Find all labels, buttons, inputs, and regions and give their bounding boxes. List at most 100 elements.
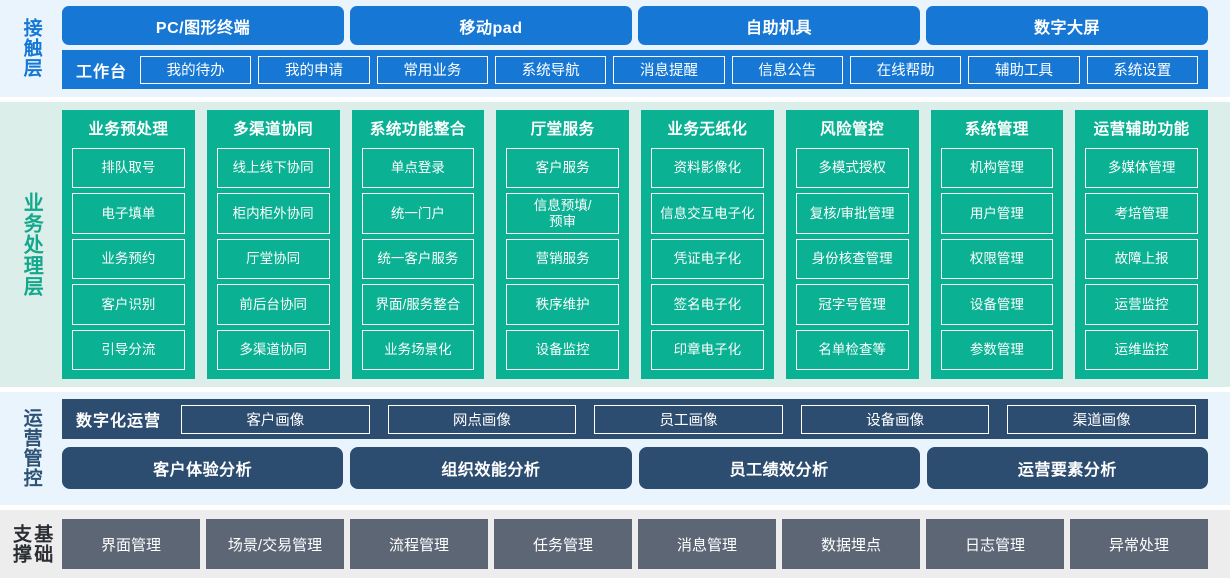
foundation-item[interactable]: 消息管理: [638, 519, 776, 569]
business-item[interactable]: 柜内柜外协同: [216, 193, 330, 234]
business-layer-label: 业务处理层: [20, 192, 43, 297]
business-item[interactable]: 前后台协同: [216, 284, 330, 325]
business-item[interactable]: 名单检查等: [795, 329, 909, 371]
workbench-item[interactable]: 系统设置: [1086, 55, 1198, 84]
layer-divider-2: [0, 387, 1230, 392]
business-item[interactable]: 秩序维护: [506, 284, 619, 325]
business-item[interactable]: 线上线下协同: [216, 148, 330, 189]
workbench-item[interactable]: 我的申请: [258, 55, 370, 84]
business-item[interactable]: 资料影像化: [651, 148, 764, 189]
business-item[interactable]: 引导分流: [72, 329, 185, 371]
channel-card[interactable]: 自助机具: [638, 6, 920, 45]
contact-layer-label: 接触层: [20, 17, 42, 78]
workbench-item[interactable]: 信息公告: [731, 55, 843, 84]
business-item[interactable]: 设备监控: [506, 329, 619, 371]
operation-layer: 运营管控 数字化运营 客户画像网点画像员工画像设备画像渠道画像 客户体验分析组织…: [0, 392, 1230, 505]
channel-card[interactable]: PC/图形终端: [62, 6, 344, 45]
channel-card[interactable]: 数字大屏: [926, 6, 1208, 45]
business-item[interactable]: 印章电子化: [651, 329, 764, 371]
business-column-title: 业务预处理: [88, 121, 169, 138]
workbench-item[interactable]: 常用业务: [376, 55, 488, 84]
business-item[interactable]: 统一客户服务: [361, 238, 475, 280]
business-layer: 业务处理层 业务预处理排队取号电子填单业务预约客户识别引导分流多渠道协同 线上线下…: [0, 102, 1230, 387]
business-item[interactable]: 权限管理: [940, 238, 1054, 280]
workbench-item[interactable]: 在线帮助: [849, 55, 962, 84]
business-item[interactable]: 运营监控: [1085, 284, 1198, 325]
business-item[interactable]: 排队取号: [72, 148, 185, 189]
layer-divider-3: [0, 505, 1230, 510]
workbench-item[interactable]: 辅助工具: [968, 55, 1080, 84]
business-column: 运营辅助功能多媒体管理考培管理故障上报运营监控运维监控: [1075, 110, 1208, 379]
foundation-item[interactable]: 数据埋点: [782, 519, 920, 569]
business-item[interactable]: 复核/审批管理: [795, 193, 909, 234]
business-column: 风险管控多模式授权复核/审批管理身份核查管理冠字号管理名单检查等: [785, 110, 919, 379]
business-item[interactable]: 厅堂协同: [216, 238, 330, 280]
workbench-bar: 工作台 我的待办我的申请常用业务系统导航消息提醒信息公告在线帮助辅助工具系统设置: [62, 50, 1208, 89]
business-item[interactable]: 设备管理: [940, 284, 1054, 325]
foundation-item[interactable]: 流程管理: [350, 519, 488, 569]
business-item[interactable]: 信息交互电子化: [651, 193, 764, 234]
business-item[interactable]: 故障上报: [1085, 238, 1198, 280]
foundation-item[interactable]: 任务管理: [494, 519, 632, 569]
analysis-card[interactable]: 客户体验分析: [62, 447, 344, 489]
business-item[interactable]: 机构管理: [940, 148, 1054, 189]
workbench-item[interactable]: 消息提醒: [613, 55, 725, 84]
business-item[interactable]: 签名电子化: [651, 284, 764, 325]
portrait-item[interactable]: 客户画像: [181, 404, 370, 434]
business-item[interactable]: 身份核查管理: [795, 238, 909, 280]
portrait-item[interactable]: 网点画像: [387, 404, 577, 434]
business-item[interactable]: 业务预约: [72, 238, 185, 280]
workbench-chip-row: 我的待办我的申请常用业务系统导航消息提醒信息公告在线帮助辅助工具系统设置: [140, 55, 1198, 84]
portrait-item[interactable]: 渠道画像: [1007, 404, 1196, 434]
workbench-title: 工作台: [76, 63, 128, 81]
business-item[interactable]: 统一门户: [361, 193, 475, 234]
business-item[interactable]: 考培管理: [1085, 193, 1198, 234]
analysis-card[interactable]: 员工绩效分析: [638, 447, 920, 489]
business-item[interactable]: 用户管理: [940, 193, 1054, 234]
business-layer-body: 业务预处理排队取号电子填单业务预约客户识别引导分流多渠道协同 线上线下协同柜内柜外…: [62, 110, 1230, 379]
portrait-item[interactable]: 员工画像: [594, 404, 783, 434]
business-item[interactable]: 界面/服务整合: [361, 284, 475, 325]
operation-layer-body: 数字化运营 客户画像网点画像员工画像设备画像渠道画像 客户体验分析组织效能分析员…: [62, 399, 1230, 497]
business-item[interactable]: 营销服务: [506, 238, 619, 280]
business-item[interactable]: 运维监控: [1085, 329, 1198, 371]
business-item[interactable]: 多媒体管理: [1085, 148, 1198, 189]
digital-operation-bar: 数字化运营 客户画像网点画像员工画像设备画像渠道画像: [62, 399, 1208, 439]
foundation-item[interactable]: 日志管理: [926, 519, 1064, 569]
business-item[interactable]: 单点登录: [361, 148, 475, 189]
business-item[interactable]: 冠字号管理: [795, 284, 909, 325]
portrait-item[interactable]: 设备画像: [800, 404, 990, 434]
foundation-item[interactable]: 界面管理: [62, 519, 200, 569]
workbench-item[interactable]: 系统导航: [495, 55, 607, 84]
foundation-item[interactable]: 场景/交易管理: [206, 519, 344, 569]
business-column: 业务无纸化资料影像化信息交互电子化凭证电子化签名电子化印章电子化: [641, 110, 774, 379]
business-item[interactable]: 凭证电子化: [651, 238, 764, 280]
business-column-title: 风险管控: [820, 121, 885, 138]
analysis-card[interactable]: 组织效能分析: [350, 447, 632, 489]
analysis-card[interactable]: 运营要素分析: [926, 447, 1208, 489]
business-column-title: 业务无纸化: [667, 121, 748, 138]
business-column-title: 厅堂服务: [530, 121, 595, 138]
business-item[interactable]: 多模式授权: [795, 148, 909, 189]
foundation-item[interactable]: 异常处理: [1070, 519, 1208, 569]
business-item[interactable]: 信息预填/ 预审: [506, 193, 619, 234]
workbench-item[interactable]: 我的待办: [140, 55, 252, 84]
business-item[interactable]: 客户识别: [72, 284, 185, 325]
foundation-layer-label: 基础 支撑: [10, 524, 53, 564]
digital-operation-title: 数字化运营: [76, 413, 162, 430]
channel-card[interactable]: 移动pad: [350, 6, 632, 45]
business-item[interactable]: 电子填单: [72, 193, 185, 234]
business-item[interactable]: 业务场景化: [361, 329, 475, 371]
business-item[interactable]: 多渠道协同: [216, 329, 330, 371]
foundation-card-row: 界面管理场景/交易管理流程管理任务管理消息管理数据埋点日志管理异常处理: [62, 519, 1208, 569]
business-column-title: 系统功能整合: [369, 121, 466, 138]
business-column: 多渠道协同线上线下协同柜内柜外协同厅堂协同前后台协同多渠道协同: [206, 110, 340, 379]
business-column: 厅堂服务客户服务信息预填/ 预审营销服务秩序维护设备监控: [496, 110, 629, 379]
business-item[interactable]: 客户服务: [506, 148, 619, 189]
business-item[interactable]: 参数管理: [940, 329, 1054, 371]
operation-layer-label: 运营管控: [20, 408, 42, 488]
business-column-title: 运营辅助功能: [1093, 121, 1190, 138]
